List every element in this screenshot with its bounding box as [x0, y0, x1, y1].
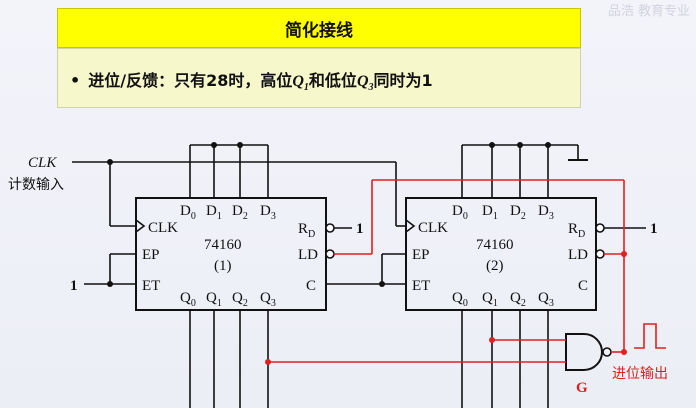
clk-label: CLK [28, 155, 57, 171]
bullet-box: • 进位/反馈：只有28时，高位Q1和低位Q3同时为1 [57, 48, 581, 108]
et-one-label: 1 [70, 278, 78, 294]
slide-title-text: 简化接线 [285, 20, 353, 41]
chip1-q0-pin: Q0 [180, 290, 196, 309]
chip1-ep-pin: EP [142, 247, 160, 263]
chip2-rd-one: 1 [650, 221, 658, 237]
chip2-d2-pin: D2 [510, 203, 526, 222]
chip1-rd-pin: RD [298, 221, 315, 240]
chip2-d1-pin: D1 [482, 203, 498, 222]
chip1-q1-pin: Q1 [206, 290, 222, 309]
bullet-q3: Q3 [356, 73, 374, 94]
junction-dots [107, 142, 551, 287]
bullet-line: • 进位/反馈：只有28时，高位Q1和低位Q3同时为1 [70, 67, 433, 93]
bullet-q1: Q1 [292, 73, 309, 94]
slide-title: 简化接线 [57, 8, 581, 48]
chip2-c-pin: C [578, 278, 588, 294]
chip2-clk-pin: CLK [418, 220, 448, 236]
chip1-d3-pin: D3 [260, 203, 276, 222]
chip1-clk-pin: CLK [148, 220, 178, 236]
chip2-d3-pin: D3 [538, 203, 554, 222]
bullet-dot-icon: • [70, 71, 81, 90]
chip1-part: 74160 [204, 237, 242, 253]
chip2-part: 74160 [476, 237, 514, 253]
chip1-c-pin: C [306, 278, 316, 294]
bullet-prefix: 进位/反馈：只有28时，高位 [88, 71, 293, 90]
chip1-q3-pin: Q3 [260, 290, 276, 309]
gate-g-label: G [576, 380, 588, 396]
chip1-index: (1) [214, 258, 232, 274]
chip1-rd-one: 1 [356, 221, 364, 237]
chip2-d0-pin: D0 [452, 203, 468, 222]
chip2-ld-pin: LD [568, 247, 588, 263]
chip2-index: (2) [486, 258, 504, 274]
chip1-d1-pin: D1 [206, 203, 222, 222]
watermark: 品浩 教育专业 [607, 4, 690, 19]
chip2-q2-pin: Q2 [510, 290, 526, 309]
chip1-ld-pin: LD [298, 247, 318, 263]
carry-out-label: 进位输出 [612, 366, 668, 382]
count-input-label: 计数输入 [8, 177, 64, 193]
chip2-et-pin: ET [412, 278, 430, 294]
chip1-d2-pin: D2 [232, 203, 248, 222]
chip1-et-pin: ET [142, 278, 160, 294]
chip2-q0-pin: Q0 [452, 290, 468, 309]
chip2-q3-pin: Q3 [538, 290, 554, 309]
bullet-middle: 和低位 [308, 71, 357, 90]
bullet-suffix: 同时为1 [373, 71, 433, 90]
chip1-q2-pin: Q2 [232, 290, 248, 309]
chip2-rd-pin: RD [568, 221, 585, 240]
chip2-ep-pin: EP [412, 247, 430, 263]
chip1-d0-pin: D0 [180, 203, 196, 222]
chip2-q1-pin: Q1 [482, 290, 498, 309]
